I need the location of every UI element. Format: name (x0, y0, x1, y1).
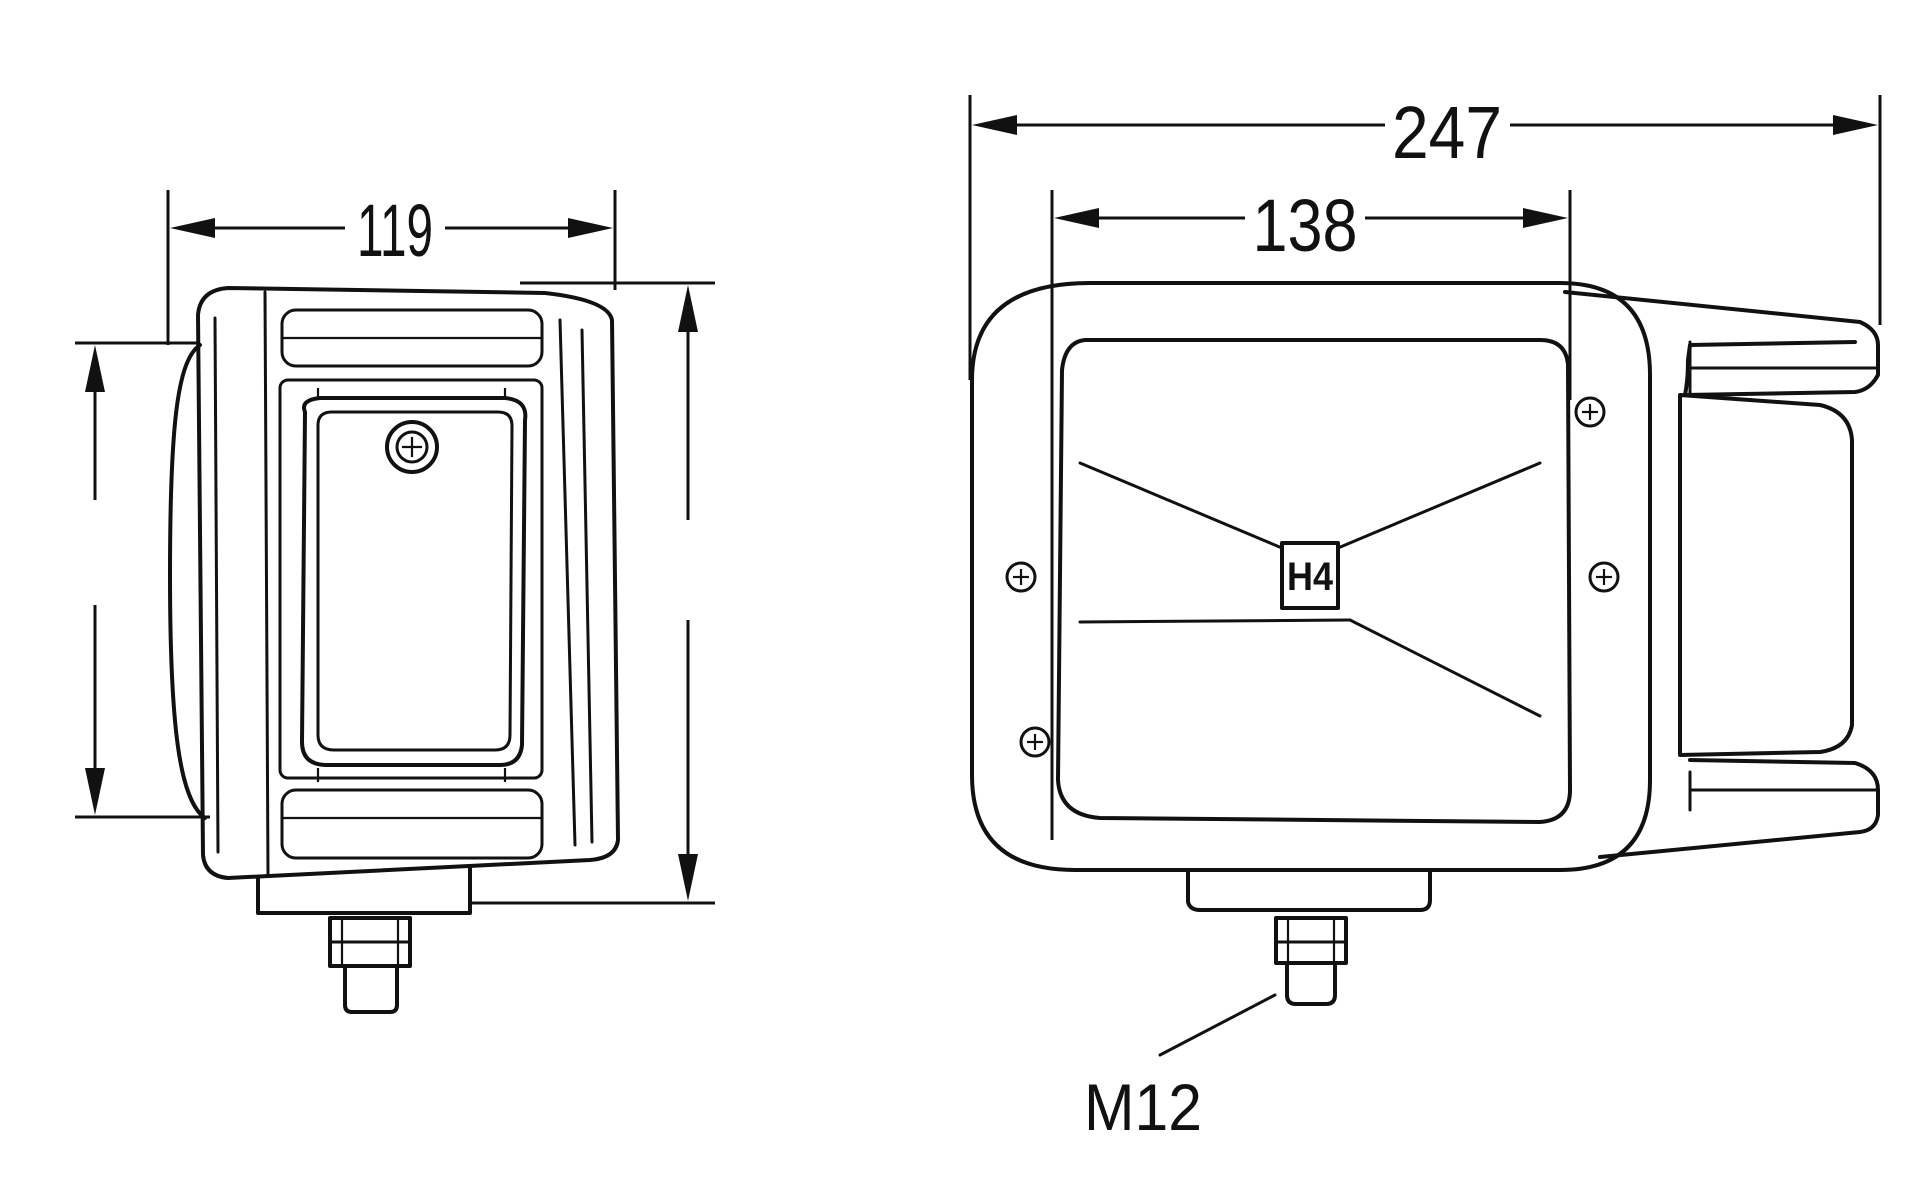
side-view: 119 124 163 (55, 182, 730, 1014)
front-mount (1186, 868, 1432, 1006)
thread-callout: M12 (1084, 993, 1277, 1144)
screw-icon (1574, 396, 1606, 428)
dimension-119-label: 119 (357, 189, 433, 272)
side-mount (256, 866, 472, 1014)
front-view: 247 138 H4 (968, 75, 1882, 1144)
dimension-124: 124 (55, 341, 210, 819)
screw-icon (1005, 561, 1037, 593)
thread-size-label: M12 (1084, 1070, 1202, 1144)
screw-icon (1588, 561, 1620, 593)
dimension-247-label: 247 (1392, 91, 1502, 174)
adjust-screw-icon (385, 420, 439, 474)
side-housing (168, 286, 620, 880)
side-lens-frame (278, 378, 544, 782)
dimension-247: 247 (968, 75, 1882, 380)
lens-pattern: H4 (1078, 461, 1542, 718)
front-frame (970, 281, 1652, 872)
bulb-badge: H4 (1280, 541, 1340, 610)
dimension-138: 138 (1050, 170, 1572, 840)
dimension-119: 119 (166, 182, 617, 345)
front-rear-body (1563, 290, 1880, 859)
dimension-138-label: 138 (1253, 184, 1358, 267)
bulb-type-label: H4 (1287, 555, 1334, 599)
front-screws (1005, 396, 1620, 758)
side-bars (280, 308, 544, 860)
dimension-163: 163 (470, 281, 730, 905)
screw-icon (1019, 726, 1051, 758)
